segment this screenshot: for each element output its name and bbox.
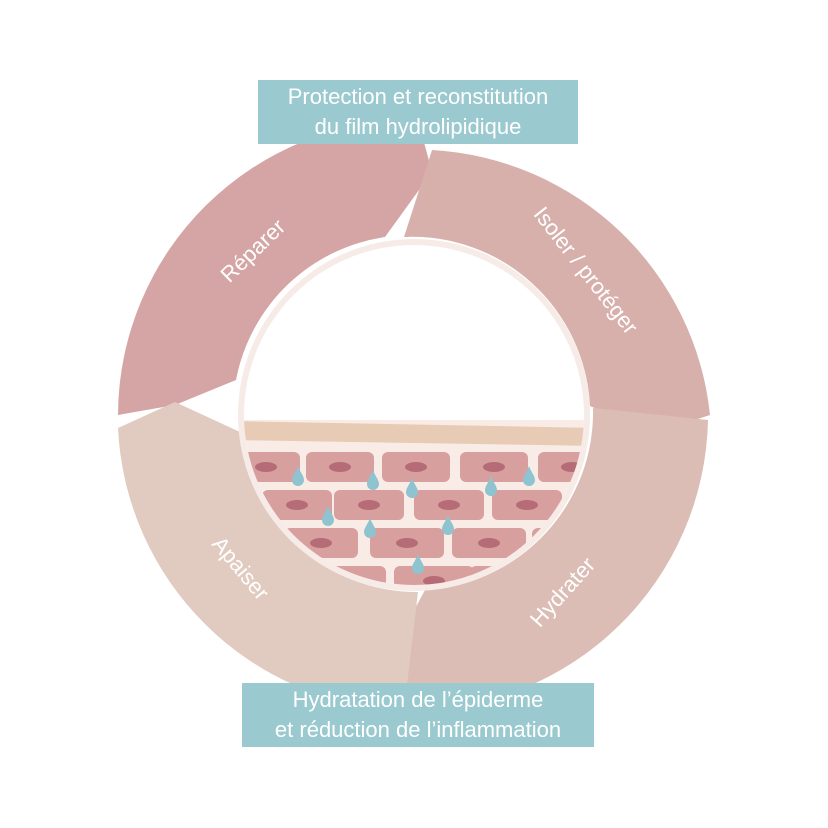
caption-top: Protection et reconstitution du film hyd… <box>258 80 578 144</box>
cell-nucleus <box>478 538 500 548</box>
segment-hydrater <box>390 408 708 711</box>
water-drop-icon <box>406 478 418 498</box>
water-drop-icon <box>292 466 304 486</box>
water-drops <box>292 466 535 574</box>
cell-nucleus <box>286 500 308 510</box>
skin-surface-layer <box>244 421 584 446</box>
segment-isoler-proteger <box>404 150 710 434</box>
water-drop-icon <box>523 466 535 486</box>
segment-apaiser <box>118 402 418 710</box>
cell-nucleus <box>405 462 427 472</box>
caption-bottom: Hydratation de l’épiderme et réduction d… <box>242 683 594 747</box>
water-drop-icon <box>322 506 334 526</box>
cell-nucleus <box>438 500 460 510</box>
water-drop-icon <box>364 518 376 538</box>
water-drop-icon <box>412 554 424 574</box>
cell-nucleus <box>358 500 380 510</box>
cell-nucleus <box>329 462 351 472</box>
water-drop-icon <box>485 476 497 496</box>
cell-nucleus <box>483 462 505 472</box>
cell-nucleus <box>516 500 538 510</box>
caption-bottom-line-2: et réduction de l’inflammation <box>274 717 562 742</box>
segment-reparer <box>118 119 432 416</box>
water-drop-icon <box>367 470 379 490</box>
cell-nucleus <box>310 538 332 548</box>
cell-nucleus <box>396 538 418 548</box>
caption-top-line-2: du film hydrolipidique <box>314 114 522 139</box>
caption-top-line-1: Protection et reconstitution <box>287 84 549 109</box>
water-drop-icon <box>442 515 454 535</box>
caption-bottom-line-1: Hydratation de l’épiderme <box>292 687 544 712</box>
cell-nucleus <box>255 462 277 472</box>
